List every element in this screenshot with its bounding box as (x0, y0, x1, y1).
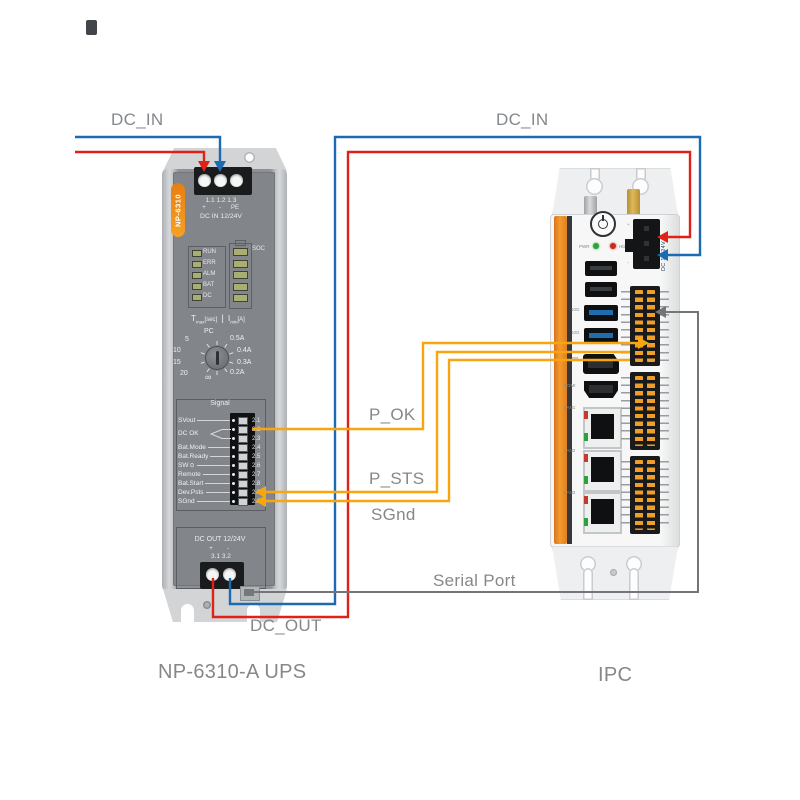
ipc-keyhole-hole (586, 178, 603, 195)
power-button[interactable] (590, 211, 616, 237)
usb-port[interactable] (585, 261, 617, 276)
signal-label: SVout (178, 417, 196, 424)
lan-led-amber (584, 496, 588, 504)
dc-led-label: DC (203, 293, 212, 299)
ups-plate-hole (203, 601, 211, 609)
io-terminal-block[interactable] (621, 372, 669, 450)
dc-ok-label: DC OK (178, 430, 199, 437)
run-led (192, 250, 202, 257)
err-led-label: ERR (203, 260, 216, 266)
lan-port[interactable] (583, 492, 622, 534)
hdd-led (610, 243, 616, 249)
dial-label-20: 20 (180, 370, 188, 377)
dial-label-5: 5 (185, 336, 189, 343)
antenna-connector-gold (627, 189, 640, 216)
err-led (192, 261, 202, 268)
usb3-speed-label: 10G (571, 307, 580, 312)
dial-label-pc: PC (204, 328, 214, 335)
ipc-device-name: IPC (598, 664, 633, 686)
ipc-top-mount-bracket (552, 168, 678, 216)
bat-led-label: BAT (203, 282, 215, 288)
label-p-ok: P_OK (369, 405, 416, 424)
io-terminal-block[interactable] (621, 456, 669, 534)
lan-port[interactable] (583, 450, 622, 492)
alm-led-label: ALM (203, 271, 216, 277)
dp-port-label: DP (572, 356, 579, 361)
ipc-dc-pin (644, 226, 649, 231)
ups-terminal-1-1 (198, 174, 211, 187)
hdmi-port-inner (589, 385, 613, 393)
ipc-dc-terminal-tab (625, 239, 634, 252)
ipc-dc-voltage-label: DC 12-24V (661, 241, 667, 271)
usb3-speed-label: 10G (571, 330, 580, 335)
lan-led-amber (584, 454, 588, 462)
signal-label: Bat.Mode (178, 444, 206, 451)
dial-label-10: 10 (173, 347, 181, 354)
ipc-dc-pin (644, 256, 649, 261)
dial-label-inf: ∞ (205, 372, 212, 382)
ipc-keyhole-slot (583, 568, 593, 600)
logo-mark (86, 20, 97, 35)
usb-port[interactable] (585, 282, 617, 297)
lan2-label: LAN2 (564, 448, 576, 453)
t-max-unit: [sec] (204, 317, 218, 323)
signal-label: Remote (178, 471, 201, 478)
displayport-inner (588, 359, 613, 368)
signal-label: SW (178, 462, 189, 469)
dc-led (192, 294, 202, 301)
ups-dc-in-plus: + (202, 205, 206, 211)
ups-dc-out-plus: + (209, 546, 213, 552)
t-max-symbol: T (191, 314, 197, 323)
label-serial-port: Serial Port (433, 571, 516, 590)
signal-label: Bat.Start (178, 480, 204, 487)
power-symbol-icon: ⊙ (189, 463, 195, 469)
label-p-sts: P_STS (369, 469, 425, 488)
bat-led (192, 283, 202, 290)
ipc-bracket-hole (610, 569, 617, 576)
hdmi-port-label: HDMI (564, 383, 576, 388)
pwr-led-label: PWR (579, 244, 590, 249)
power-icon-bar (602, 215, 604, 221)
ups-device-name: NP-6310-A UPS (158, 661, 307, 683)
label-dc-in-right: DC_IN (496, 110, 549, 129)
signal-label: Dev.Psts (178, 489, 204, 496)
alm-led (192, 272, 202, 279)
signal-label: SGnd (178, 498, 195, 505)
signal-label: Bat.Ready (178, 453, 209, 460)
ipc-dc-minus: - (627, 260, 629, 265)
ipc-keyhole-slot (629, 568, 639, 600)
usb3-port[interactable] (584, 305, 618, 321)
label-dc-in-left: DC_IN (111, 110, 164, 129)
ipc-dc-plus: + (627, 222, 630, 227)
lan-led-amber (584, 411, 588, 419)
lan-led-green (584, 433, 588, 441)
label-sgnd: SGnd (371, 505, 416, 524)
lan-port[interactable] (583, 407, 622, 449)
lan3-label: LAN3 (564, 490, 576, 495)
io-terminal-block[interactable] (621, 286, 669, 366)
ups-mount-notch (181, 604, 194, 622)
run-led-label: RUN (203, 249, 216, 255)
dial-label-15: 15 (173, 359, 181, 366)
t-max-sub: max (196, 319, 205, 325)
lan-led-green (584, 518, 588, 526)
usb3-port[interactable] (584, 328, 618, 344)
lan-led-green (584, 476, 588, 484)
pwr-led (593, 243, 599, 249)
label-dc-out: DC_OUT (250, 616, 322, 635)
lan1-label: LAN1 (564, 405, 576, 410)
ipc-dc-pin (644, 241, 649, 246)
